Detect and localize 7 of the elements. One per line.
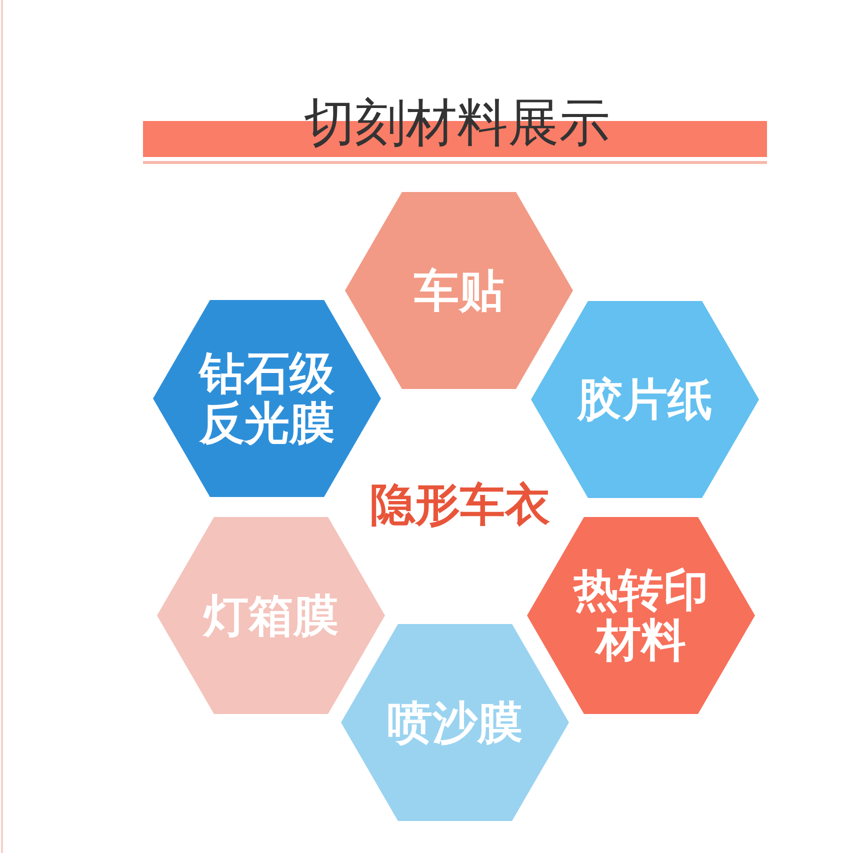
material-name: 热转印材料: [572, 565, 710, 666]
material-name: 喷沙膜: [386, 697, 524, 748]
material-name: 胶片纸: [576, 374, 714, 425]
material-name: 钻石级反光膜: [197, 348, 336, 449]
material-name: 灯箱膜: [202, 590, 340, 641]
material-name: 车贴: [413, 265, 505, 316]
center-label: 隐形车衣: [370, 477, 550, 533]
